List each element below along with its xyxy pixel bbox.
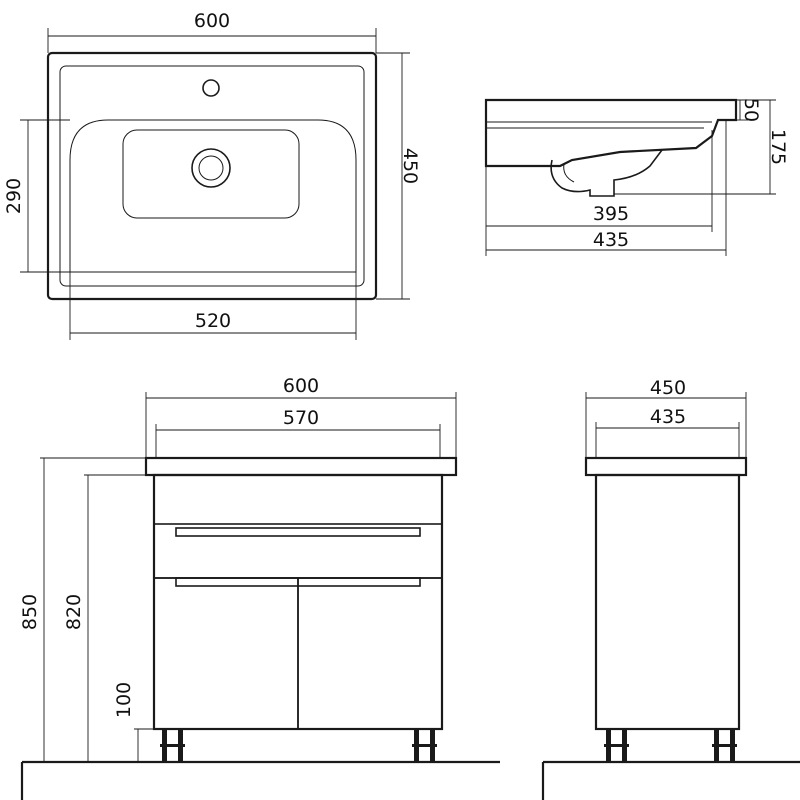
side-basin-top [584, 456, 748, 477]
door-right [297, 577, 443, 730]
faucet-hole [202, 79, 220, 97]
basin-profile [484, 98, 738, 168]
bowl-outline [69, 119, 357, 273]
front-view: 600 570 850 820 100 [19, 375, 500, 800]
dim-front-leg-height: 100 [113, 682, 135, 718]
dim-top-bowl-depth: 290 [3, 178, 25, 214]
door-handle [175, 577, 421, 587]
side-cabinet-view: 450 435 [541, 377, 800, 800]
dim-side-bowl-depth: 395 [593, 203, 629, 225]
dim-side-cabinet-basin-depth: 450 [650, 377, 686, 399]
dim-front-cabinet-height: 820 [63, 594, 85, 630]
basin-outline [46, 51, 378, 301]
siphon [550, 149, 663, 197]
dim-top-depth: 450 [399, 148, 421, 184]
bowl-basin [122, 129, 300, 219]
drawer [153, 523, 443, 579]
dim-side-height: 175 [767, 129, 789, 165]
drawer-handle [175, 527, 421, 537]
door-left [153, 577, 299, 730]
dim-front-total-height: 850 [19, 594, 41, 630]
side-legs [604, 729, 737, 762]
drain-inner [198, 155, 224, 181]
basin-top [144, 456, 458, 477]
legs [160, 729, 437, 762]
dim-side-total-depth: 435 [593, 229, 629, 251]
side-view: 50 175 395 435 [484, 98, 789, 256]
basin-rim [59, 65, 365, 287]
dim-top-inner-width: 520 [195, 310, 231, 332]
dim-side-cabinet-depth: 435 [650, 406, 686, 428]
drain-outer [191, 148, 231, 188]
dim-front-width: 600 [283, 375, 319, 397]
side-cabinet-body [594, 473, 741, 731]
dim-front-cabinet-width: 570 [283, 407, 319, 429]
dim-top-width: 600 [194, 10, 230, 32]
dim-side-rim: 50 [740, 98, 762, 122]
top-view: 600 450 290 520 [3, 10, 421, 340]
